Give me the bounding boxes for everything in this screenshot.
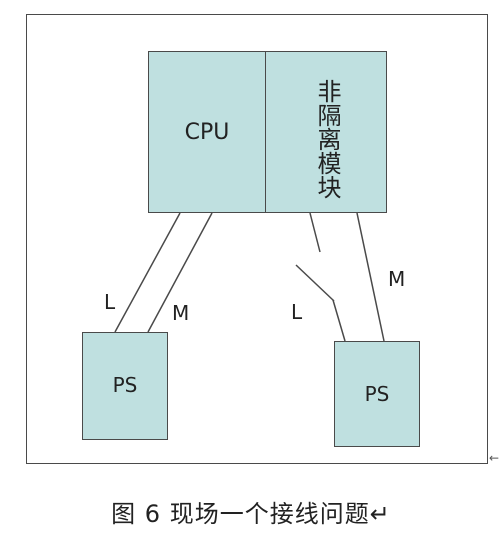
ps-left-label: PS: [112, 373, 138, 397]
wire-label-right-l: L: [291, 300, 303, 324]
ps-left-box: PS: [82, 332, 168, 440]
figure-caption: 图 6 现场一个接线问题↵: [111, 500, 391, 528]
non-isolated-module-box: 非隔离模块: [265, 51, 387, 213]
wire-label-left-l: L: [104, 290, 116, 314]
ps-right-box: PS: [334, 341, 420, 447]
return-arrow-icon: ←: [489, 451, 500, 465]
cpu-box: CPU: [148, 51, 266, 213]
wire-label-right-m: M: [388, 267, 406, 291]
ps-right-label: PS: [364, 382, 390, 406]
cpu-label: CPU: [184, 120, 230, 145]
module-label: 非隔离模块: [313, 79, 341, 199]
wire-label-left-m: M: [172, 301, 190, 325]
